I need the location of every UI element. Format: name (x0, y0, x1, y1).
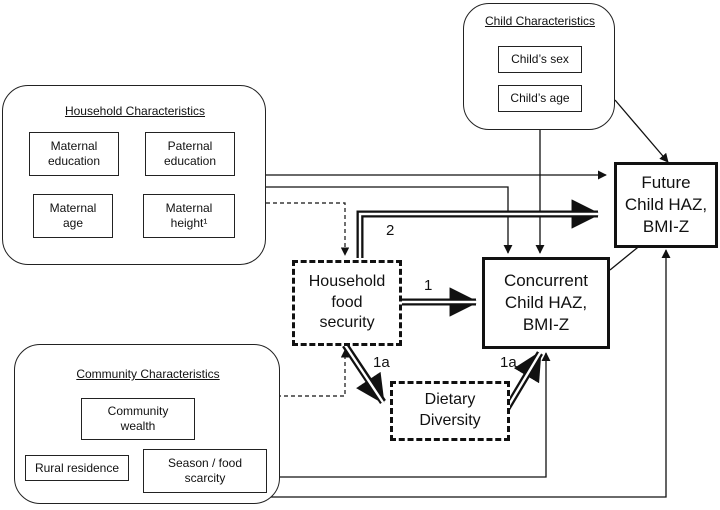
maternal-age-box: Maternal age (33, 194, 113, 238)
path-label-1: 1 (424, 277, 433, 294)
childs-sex-box: Child’s sex (498, 46, 582, 73)
season-food-scarcity-box: Season / food scarcity (143, 449, 267, 493)
future-child-haz-node: Future Child HAZ, BMI-Z (614, 162, 718, 248)
arrow-community-concurrent (270, 352, 551, 478)
community-characteristics-group: Community Characteristics Community weal… (14, 344, 280, 504)
arrow-child-future (614, 99, 669, 163)
maternal-education-box: Maternal education (29, 132, 119, 176)
dietary-diversity-node: Dietary Diversity (390, 381, 510, 441)
arrow-household-foodsecurity-dashed (266, 202, 350, 256)
arrow-community-future (270, 249, 671, 498)
child-characteristics-group: Child Characteristics Child’s sex Child’… (463, 3, 615, 130)
arrow-community-foodsecurity-dashed (270, 349, 350, 397)
childs-age-box: Child’s age (498, 85, 582, 112)
path-label-1a-left: 1a (373, 354, 390, 371)
concurrent-child-haz-node: Concurrent Child HAZ, BMI-Z (482, 257, 610, 349)
arrow-path-2 (356, 199, 601, 258)
community-wealth-box: Community wealth (81, 398, 195, 440)
path-label-1a-right: 1a (500, 354, 517, 371)
maternal-height-box: Maternal height¹ (143, 194, 235, 238)
community-group-title: Community Characteristics (76, 367, 220, 381)
arrow-household-concurrent (266, 186, 513, 254)
paternal-education-box: Paternal education (145, 132, 235, 176)
rural-residence-box: Rural residence (25, 455, 129, 481)
household-group-title: Household Characteristics (64, 104, 206, 118)
child-group-title: Child Characteristics (484, 14, 596, 28)
path-label-2: 2 (386, 222, 395, 239)
household-characteristics-group: Household Characteristics Maternal educa… (2, 85, 266, 265)
household-food-security-node: Household food security (292, 260, 402, 346)
